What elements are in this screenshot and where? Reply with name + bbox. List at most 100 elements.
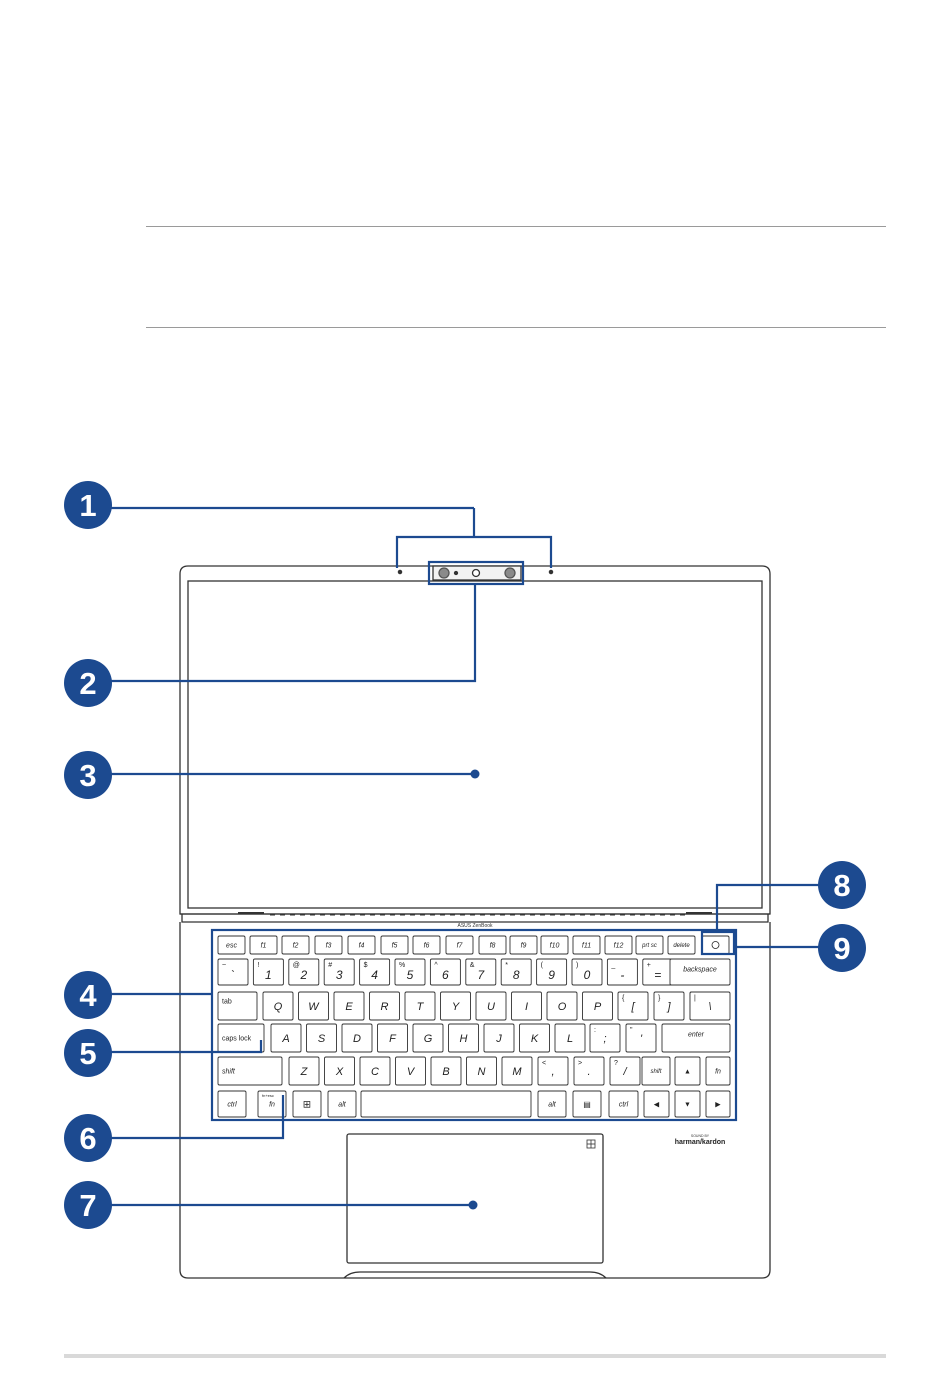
key-label: 7 (477, 968, 485, 982)
key-cap (359, 958, 391, 986)
key-6: 6^ (429, 958, 461, 986)
key-q: Q (262, 991, 294, 1021)
key-m: M (501, 1056, 533, 1086)
ir-camera-left (438, 567, 450, 579)
key-cap (217, 935, 246, 955)
key-r: R (369, 991, 400, 1021)
arrow-left-key: ◀ (643, 1090, 670, 1118)
camera-bracket (395, 535, 553, 568)
key-label: / (622, 1066, 627, 1078)
key-label: T (417, 1001, 425, 1013)
key-shift-label: + (647, 962, 651, 969)
callout-number: 8 (833, 868, 850, 903)
ctrl-left-key: ctrl (217, 1090, 247, 1118)
key-label: 2 (299, 968, 307, 982)
key-shift-label: # (328, 962, 332, 969)
key-cap (589, 1023, 621, 1053)
key-shift-label: ^ (434, 962, 438, 969)
camera-light (453, 570, 459, 576)
key-bracket-0: [{ (617, 991, 649, 1021)
key-label: f4 (359, 942, 365, 949)
key-cap (217, 991, 258, 1021)
key-shift-label: : (594, 1027, 596, 1034)
key-label: N (478, 1066, 486, 1078)
callout-circle (64, 1181, 112, 1229)
display-center-dot (470, 769, 480, 779)
key-label: f9 (521, 942, 527, 949)
key-p: P (582, 991, 613, 1021)
key-label: M (512, 1066, 522, 1078)
laptop-base (179, 922, 771, 1279)
key-cap (641, 1056, 671, 1086)
key-label: fn (269, 1101, 275, 1108)
key-cap (705, 1056, 731, 1086)
key-label: f2 (293, 942, 299, 949)
key-cap (323, 958, 355, 986)
key-g: G (412, 1023, 444, 1053)
key-n: N (466, 1056, 497, 1086)
key-=: =+ (642, 958, 674, 986)
key-cap (430, 1056, 462, 1086)
key-label: X (335, 1066, 344, 1078)
key-cap (572, 935, 601, 955)
key-cap (606, 958, 638, 986)
key-cap (369, 991, 400, 1021)
key-cap (324, 1056, 355, 1086)
key-label: G (424, 1033, 433, 1045)
callout-circle (818, 861, 866, 909)
key-cap (466, 1056, 497, 1086)
key-cap (519, 1023, 550, 1053)
key-label: prt sc (641, 943, 657, 949)
callout-number: 7 (79, 1188, 96, 1223)
key-l: L (554, 1023, 586, 1053)
key-label: O (558, 1001, 567, 1013)
key-cap (608, 1090, 639, 1118)
key-cap (395, 1056, 426, 1086)
key-cap (341, 1023, 373, 1053)
key-cap (347, 935, 376, 955)
key-label: Z (300, 1066, 309, 1078)
key-label: L (567, 1033, 573, 1045)
key-label: shift (650, 1069, 661, 1075)
shift-left-key: shift (217, 1056, 283, 1086)
key-cap (217, 958, 249, 986)
key-cap (554, 1023, 586, 1053)
fn-key-f6: f6 (412, 935, 441, 955)
callout-number: 4 (79, 978, 97, 1013)
key-label: ] (666, 1001, 671, 1013)
key-label: [ (630, 1001, 635, 1013)
key-label: \ (708, 1001, 711, 1013)
key-label: - (620, 968, 624, 982)
space-key (360, 1090, 532, 1118)
key-cap (604, 935, 633, 955)
second-rule (146, 327, 886, 328)
key-cap (249, 935, 278, 955)
key-label: B (442, 1066, 449, 1078)
key-5: 5% (394, 958, 426, 986)
fn-key-f11: f11 (572, 935, 601, 955)
key-label: V (407, 1066, 416, 1078)
alt-right-key: alt (537, 1090, 567, 1118)
callout-5: 5 (64, 1029, 112, 1077)
key-cap (537, 1056, 569, 1086)
callout-circle (64, 751, 112, 799)
key-f: F (377, 1023, 408, 1053)
key-label: enter (688, 1031, 705, 1038)
microphone-right (548, 569, 554, 575)
fn-key-f12: f12 (604, 935, 633, 955)
key-cap (394, 958, 426, 986)
key-cap (404, 991, 436, 1021)
key-punct-b2: /? (609, 1056, 641, 1086)
key-label: alt (338, 1101, 346, 1108)
key-cap (377, 1023, 408, 1053)
key-cap (306, 1023, 337, 1053)
key-cap (625, 1023, 657, 1053)
ir-camera-right (504, 567, 516, 579)
key-label: ` (231, 968, 235, 982)
fn-key-f5: f5 (380, 935, 409, 955)
key-cap (511, 991, 542, 1021)
key-shift-label: _ (610, 962, 615, 969)
key-label: 3 (336, 968, 343, 982)
key-y: Y (440, 991, 471, 1021)
